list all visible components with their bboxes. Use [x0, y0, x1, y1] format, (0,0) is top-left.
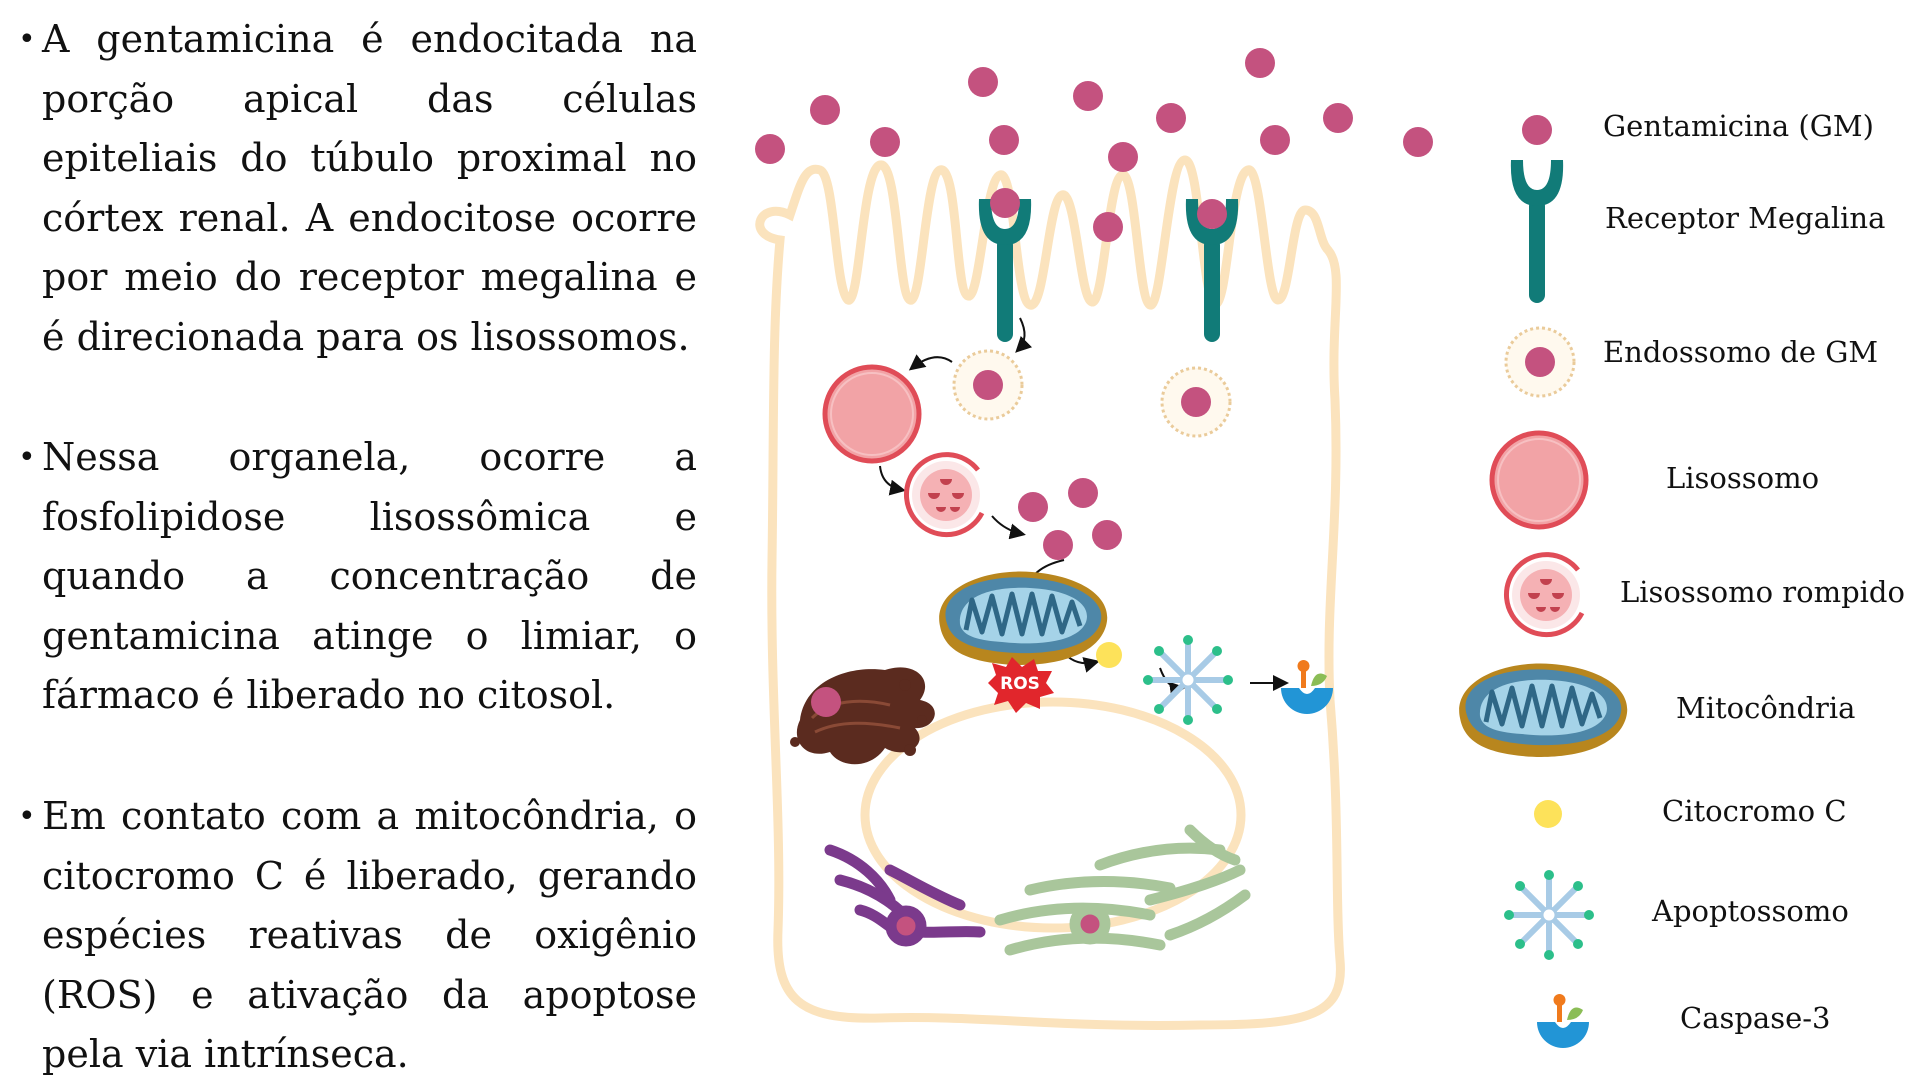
- legend-item-mitochondria: Mitocôndria: [1459, 664, 1855, 757]
- legend-item-caspase-3: Caspase-3: [1537, 994, 1831, 1048]
- legend-item-cytochrome-c: Citocromo C: [1534, 794, 1847, 828]
- legend-item-lysosome: Lisossomo: [1492, 433, 1819, 527]
- lysosome-icon: [1492, 433, 1586, 527]
- legend-label: Lisossomo: [1666, 461, 1819, 495]
- extracellular-gentamicin: [755, 48, 1433, 242]
- bullet-paragraph-3: Em contato com a mitocôndria, o citocrom…: [18, 787, 697, 1085]
- legend-label: Citocromo C: [1662, 794, 1847, 828]
- ruptured-lysosome-icon: [1506, 555, 1582, 635]
- gentamicin-icon: [1522, 115, 1552, 145]
- rough-er-purple: [824, 844, 986, 941]
- legend-item-ruptured-lysosome: Lisossomo rompido: [1506, 555, 1905, 635]
- bullet-paragraph-1: A gentamicina é endocitada na porção api…: [18, 10, 697, 367]
- ros-label: ROS: [1000, 674, 1040, 694]
- legend-label: Endossomo de GM: [1603, 335, 1878, 369]
- legend-item-endosome: Endossomo de GM: [1504, 326, 1878, 398]
- legend-item-apoptosome: Apoptossomo: [1504, 870, 1849, 960]
- cytochrome-c: [1096, 642, 1122, 668]
- endosomes: [952, 349, 1232, 438]
- legend-label: Caspase-3: [1680, 1001, 1831, 1035]
- legend-item-gentamicin: Gentamicina (GM): [1522, 109, 1874, 145]
- mitochondria-icon: [1459, 664, 1627, 757]
- cytosolic-gentamicin: [1018, 478, 1122, 560]
- apoptosome-icon: [1504, 870, 1594, 960]
- ros-burst: ROS: [988, 657, 1054, 713]
- mitochondria: [939, 572, 1107, 665]
- golgi-apparatus: [790, 667, 935, 765]
- legend-item-receptor: Receptor Megalina: [1510, 160, 1885, 303]
- lysosome: [825, 367, 919, 461]
- caspase-3-icon: [1537, 994, 1589, 1048]
- ruptured-lysosome: [906, 455, 982, 535]
- bullet-paragraph-2: Nessa organela, ocorre a fosfolipidose l…: [18, 428, 697, 726]
- legend-label: Apoptossomo: [1651, 894, 1849, 928]
- endosome-icon: [1504, 326, 1576, 398]
- rough-er-green: [994, 824, 1251, 956]
- legend-label: Lisossomo rompido: [1620, 575, 1905, 609]
- legend-label: Receptor Megalina: [1605, 201, 1885, 235]
- legend: Gentamicina (GM) Receptor Megalina Endos…: [1459, 109, 1905, 1048]
- megalin-receptor-icon: [1510, 160, 1564, 303]
- legend-label: Gentamicina (GM): [1603, 109, 1874, 143]
- legend-label: Mitocôndria: [1676, 691, 1855, 725]
- cytochrome-c-icon: [1534, 800, 1562, 828]
- apoptosome: [1143, 635, 1233, 725]
- nucleus: [860, 697, 1246, 933]
